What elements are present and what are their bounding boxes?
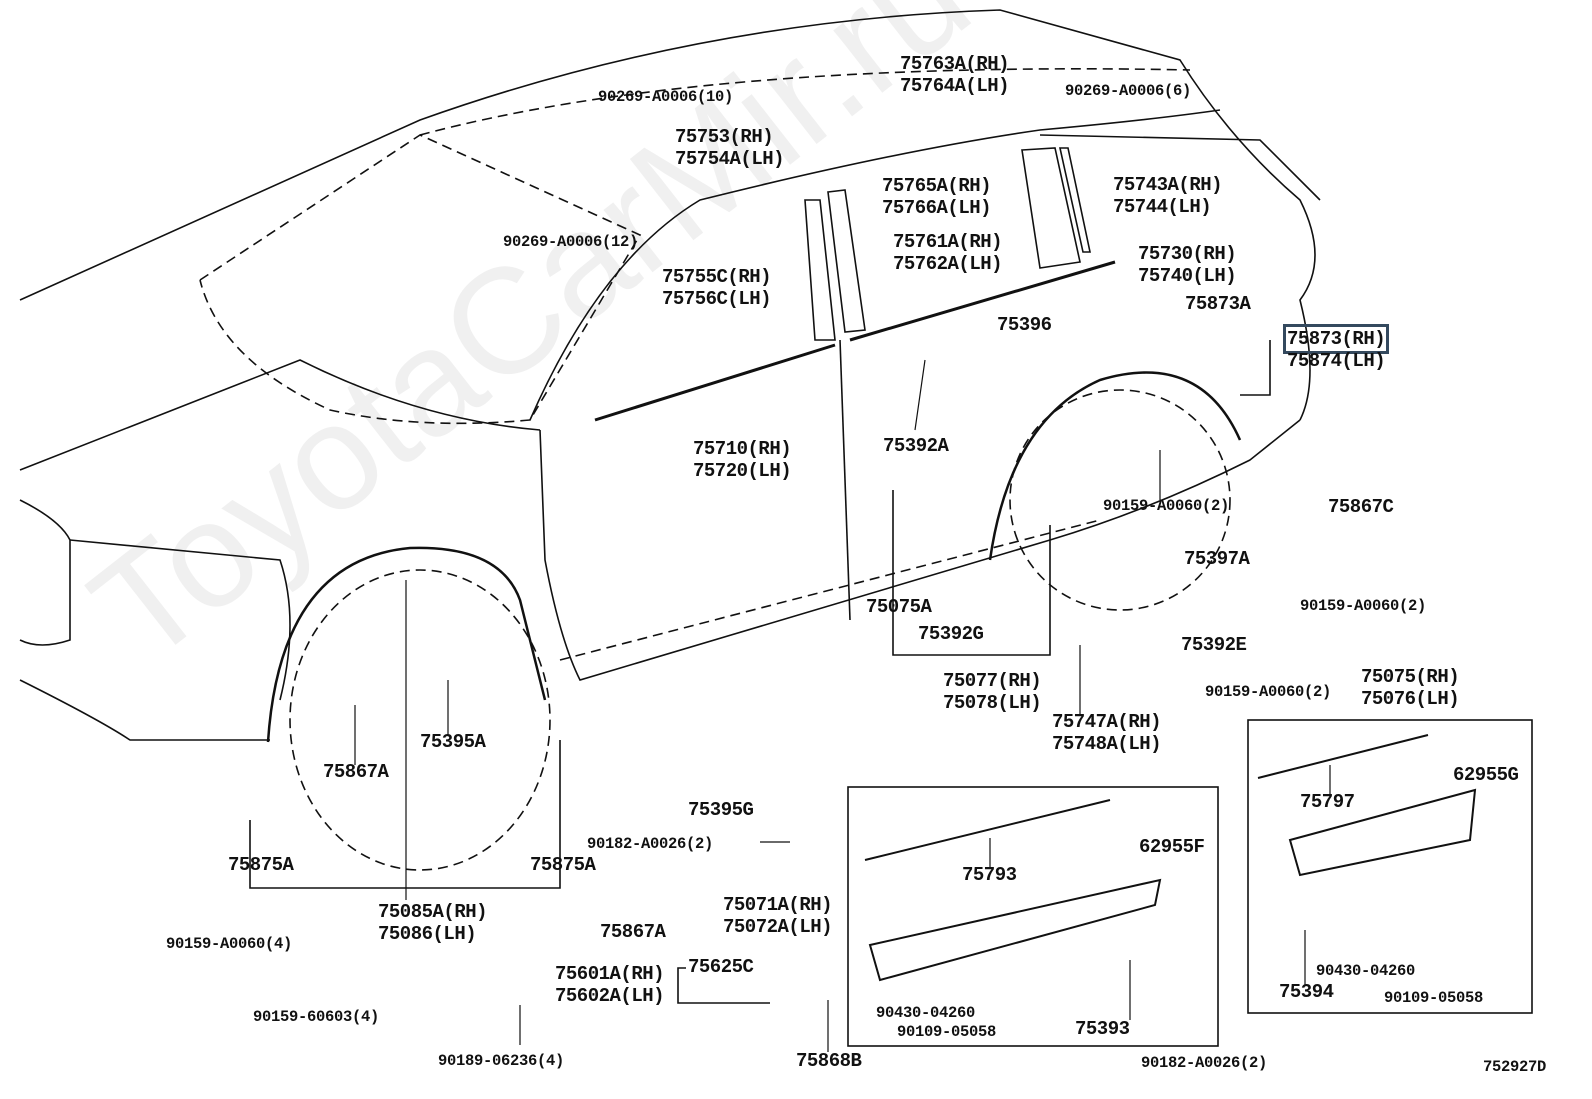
part-label[interactable]: 90182-A0026(2) — [587, 835, 714, 853]
part-label[interactable]: 75071A(RH) — [723, 894, 833, 916]
part-label[interactable]: 75394 — [1279, 981, 1334, 1003]
part-label[interactable]: 75753(RH) — [675, 126, 774, 148]
front-bumper — [19, 499, 270, 741]
front-fender-flare — [266, 546, 547, 743]
rocker-molding-rear — [1257, 734, 1477, 877]
part-label[interactable]: 90109-05058 — [1384, 989, 1484, 1007]
bracket-75875A — [249, 740, 561, 889]
part-label[interactable]: 75756C(LH) — [662, 288, 772, 310]
front-wheel — [289, 569, 551, 871]
part-label[interactable]: 75867C — [1328, 496, 1394, 518]
rear-window-line — [1039, 134, 1321, 201]
part-label[interactable]: 75755C(RH) — [662, 266, 772, 288]
bracket-75873 — [1240, 340, 1271, 396]
sill-line — [559, 519, 1101, 661]
part-label[interactable]: 75602A(LH) — [555, 985, 665, 1007]
part-label[interactable]: 90189-06236(4) — [438, 1052, 565, 1070]
part-label[interactable]: 90159-A0060(2) — [1205, 683, 1332, 701]
part-label[interactable]: 75747A(RH) — [1052, 711, 1162, 733]
windshield — [199, 134, 642, 425]
part-label[interactable]: 90430-04260 — [876, 1004, 976, 1022]
part-label[interactable]: 75874(LH) — [1287, 350, 1386, 372]
pillar-garnish — [804, 147, 1091, 341]
roof-rail — [419, 68, 1191, 136]
part-label[interactable]: 75764A(LH) — [900, 75, 1010, 97]
part-label[interactable]: 75396 — [997, 314, 1052, 336]
part-label[interactable]: 75867A — [323, 761, 389, 783]
part-label[interactable]: 90109-05058 — [897, 1023, 997, 1041]
part-label[interactable]: 75873A — [1185, 293, 1251, 315]
bracket-75601 — [677, 967, 770, 1004]
part-label[interactable]: 62955F — [1139, 836, 1205, 858]
door-line — [839, 339, 851, 621]
part-label[interactable]: 75397A — [1184, 548, 1250, 570]
part-label[interactable]: 75395G — [688, 799, 754, 821]
bracket-75077 — [892, 490, 1051, 656]
part-label[interactable]: 75761A(RH) — [893, 231, 1003, 253]
part-label[interactable]: 90159-A0060(2) — [1103, 497, 1230, 515]
part-label[interactable]: 75868B — [796, 1050, 862, 1072]
part-label[interactable]: 75072A(LH) — [723, 916, 833, 938]
part-label[interactable]: 90269-A0006(6) — [1065, 82, 1192, 100]
part-label[interactable]: 75395A — [420, 731, 486, 753]
door-frame — [529, 109, 1221, 421]
part-label[interactable]: 90159-A0060(4) — [166, 935, 293, 953]
part-label[interactable]: 75766A(LH) — [882, 197, 992, 219]
roof-outline — [19, 9, 1316, 421]
part-label[interactable]: 75392G — [918, 623, 984, 645]
part-label[interactable]: 75875A — [228, 854, 294, 876]
part-label[interactable]: 75763A(RH) — [900, 53, 1010, 75]
part-label[interactable]: 75867A — [600, 921, 666, 943]
headlight — [69, 539, 291, 701]
part-label[interactable]: 75075A — [866, 596, 932, 618]
part-label[interactable]: 75077(RH) — [943, 670, 1042, 692]
part-label[interactable]: 75730(RH) — [1138, 243, 1237, 265]
part-label[interactable]: 90182-A0026(2) — [1141, 1054, 1268, 1072]
part-label[interactable]: 90430-04260 — [1316, 962, 1416, 980]
part-label[interactable]: 75076(LH) — [1361, 688, 1460, 710]
part-label-highlighted[interactable]: 75873(RH) — [1282, 324, 1390, 354]
hood — [19, 359, 541, 471]
part-label[interactable]: 90269-A0006(10) — [598, 88, 734, 106]
part-label[interactable]: 90159-A0060(2) — [1300, 597, 1427, 615]
part-label[interactable]: 75601A(RH) — [555, 963, 665, 985]
part-label[interactable]: 75710(RH) — [693, 438, 792, 460]
part-label[interactable]: 75392E — [1181, 634, 1247, 656]
part-label[interactable]: 75744(LH) — [1113, 196, 1212, 218]
part-label[interactable]: 75720(LH) — [693, 460, 792, 482]
leader-lines — [354, 359, 1331, 1052]
part-label[interactable]: 75762A(LH) — [893, 253, 1003, 275]
window-belt-molding — [594, 260, 1116, 422]
part-label[interactable]: 75797 — [1300, 791, 1355, 813]
part-label[interactable]: 90269-A0006(12) — [503, 233, 639, 251]
part-label[interactable]: 75748A(LH) — [1052, 733, 1162, 755]
part-label[interactable]: 75625C — [688, 956, 754, 978]
part-label[interactable]: 90159-60603(4) — [253, 1008, 380, 1026]
part-label[interactable]: 62955G — [1453, 764, 1519, 786]
part-label[interactable]: 75393 — [1075, 1018, 1130, 1040]
part-label[interactable]: 75085A(RH) — [378, 901, 488, 923]
rear-fender-flare — [988, 371, 1242, 561]
rear-wheel — [1009, 389, 1231, 611]
part-label[interactable]: 752927D — [1483, 1058, 1547, 1076]
part-label[interactable]: 75875A — [530, 854, 596, 876]
part-label[interactable]: 75392A — [883, 435, 949, 457]
part-label[interactable]: 75793 — [962, 864, 1017, 886]
rocker-molding-front — [864, 799, 1162, 982]
part-label[interactable]: 75765A(RH) — [882, 175, 992, 197]
detail-box-front-molding — [847, 786, 1219, 1047]
part-label[interactable]: 75075(RH) — [1361, 666, 1460, 688]
part-label[interactable]: 75743A(RH) — [1113, 174, 1223, 196]
detail-box-rear-molding — [1247, 719, 1533, 1014]
part-label[interactable]: 75078(LH) — [943, 692, 1042, 714]
part-label[interactable]: 75740(LH) — [1138, 265, 1237, 287]
part-label[interactable]: 75086(LH) — [378, 923, 477, 945]
part-label[interactable]: 75754A(LH) — [675, 148, 785, 170]
